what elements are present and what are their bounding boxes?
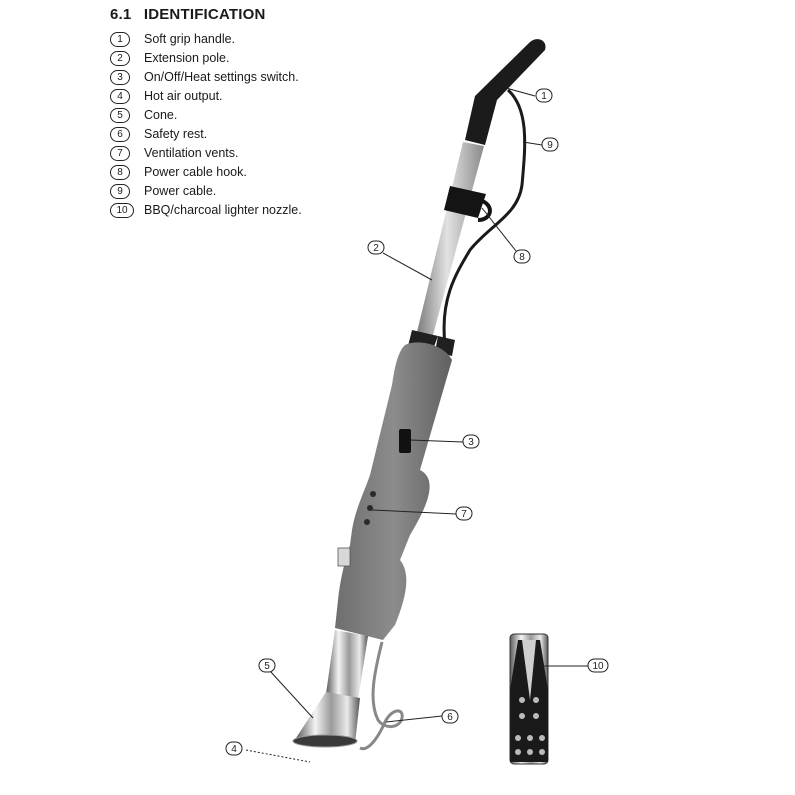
legend-number: 7 xyxy=(110,146,130,161)
vent xyxy=(370,491,376,497)
heat-switch xyxy=(399,429,411,453)
legend-label: Cone. xyxy=(144,108,178,122)
power-cable xyxy=(442,88,527,346)
legend-number: 5 xyxy=(110,108,130,123)
section-number: 6.1 xyxy=(110,6,132,23)
legend-item: 4 Hot air output. xyxy=(110,87,302,106)
callout-5: 5 xyxy=(258,658,276,673)
legend-item: 6 Safety rest. xyxy=(110,125,302,144)
legend-number: 4 xyxy=(110,89,130,104)
section-title: IDENTIFICATION xyxy=(143,6,266,23)
callout-8: 8 xyxy=(513,249,531,264)
legend-number: 6 xyxy=(110,127,130,142)
callout-9: 9 xyxy=(541,137,559,152)
legend-label: On/Off/Heat settings switch. xyxy=(144,70,299,84)
svg-text:7: 7 xyxy=(461,509,467,520)
legend-number: 9 xyxy=(110,184,130,199)
legend-label: Power cable hook. xyxy=(144,165,247,179)
svg-text:8: 8 xyxy=(519,252,525,263)
callout-4: 4 xyxy=(225,741,243,756)
svg-text:3: 3 xyxy=(468,437,474,448)
svg-text:1: 1 xyxy=(541,91,547,102)
hot-air-output xyxy=(292,734,358,748)
tool-body xyxy=(335,342,452,640)
legend-item: 1 Soft grip handle. xyxy=(110,30,302,49)
extension-pole xyxy=(417,142,484,335)
callout-10: 10 xyxy=(587,658,609,673)
callout-3: 3 xyxy=(462,434,480,449)
legend-item: 3 On/Off/Heat settings switch. xyxy=(110,68,302,87)
vent xyxy=(364,519,370,525)
safety-rest xyxy=(359,641,404,751)
legend-item: 8 Power cable hook. xyxy=(110,163,302,182)
section-heading: 6.1 IDENTIFICATION xyxy=(110,6,266,23)
vent xyxy=(367,505,373,511)
parts-legend: 1 Soft grip handle. 2 Extension pole. 3 On/… xyxy=(110,30,302,220)
power-cable-hook xyxy=(444,186,486,218)
leader-lines xyxy=(245,87,589,763)
legend-number: 8 xyxy=(110,165,130,180)
callout-7: 7 xyxy=(455,506,473,521)
soft-grip-handle xyxy=(465,39,546,145)
cone xyxy=(296,692,360,744)
callout-6: 6 xyxy=(441,709,459,724)
svg-text:6: 6 xyxy=(447,712,453,723)
legend-label: Safety rest. xyxy=(144,127,208,141)
legend-number: 10 xyxy=(110,203,134,218)
legend-label: BBQ/charcoal lighter nozzle. xyxy=(144,203,302,217)
svg-text:5: 5 xyxy=(264,661,270,672)
legend-item: 7 Ventilation vents. xyxy=(110,144,302,163)
bbq-lighter-nozzle xyxy=(509,633,549,765)
chrome-tube xyxy=(326,630,368,700)
svg-text:4: 4 xyxy=(231,744,237,755)
legend-number: 3 xyxy=(110,70,130,85)
callout-2: 2 xyxy=(367,240,385,255)
legend-label: Ventilation vents. xyxy=(144,146,239,160)
legend-label: Hot air output. xyxy=(144,89,223,103)
legend-item: 9 Power cable. xyxy=(110,182,302,201)
legend-label: Power cable. xyxy=(144,184,217,198)
callout-1: 1 xyxy=(535,88,553,103)
legend-item: 2 Extension pole. xyxy=(110,49,302,68)
legend-label: Extension pole. xyxy=(144,51,230,65)
svg-text:9: 9 xyxy=(547,140,553,151)
legend-number: 1 xyxy=(110,32,130,47)
svg-text:2: 2 xyxy=(373,243,379,254)
legend-label: Soft grip handle. xyxy=(144,32,236,46)
legend-item: 10 BBQ/charcoal lighter nozzle. xyxy=(110,201,302,220)
legend-item: 5 Cone. xyxy=(110,106,302,125)
svg-text:10: 10 xyxy=(592,661,604,672)
legend-number: 2 xyxy=(110,51,130,66)
